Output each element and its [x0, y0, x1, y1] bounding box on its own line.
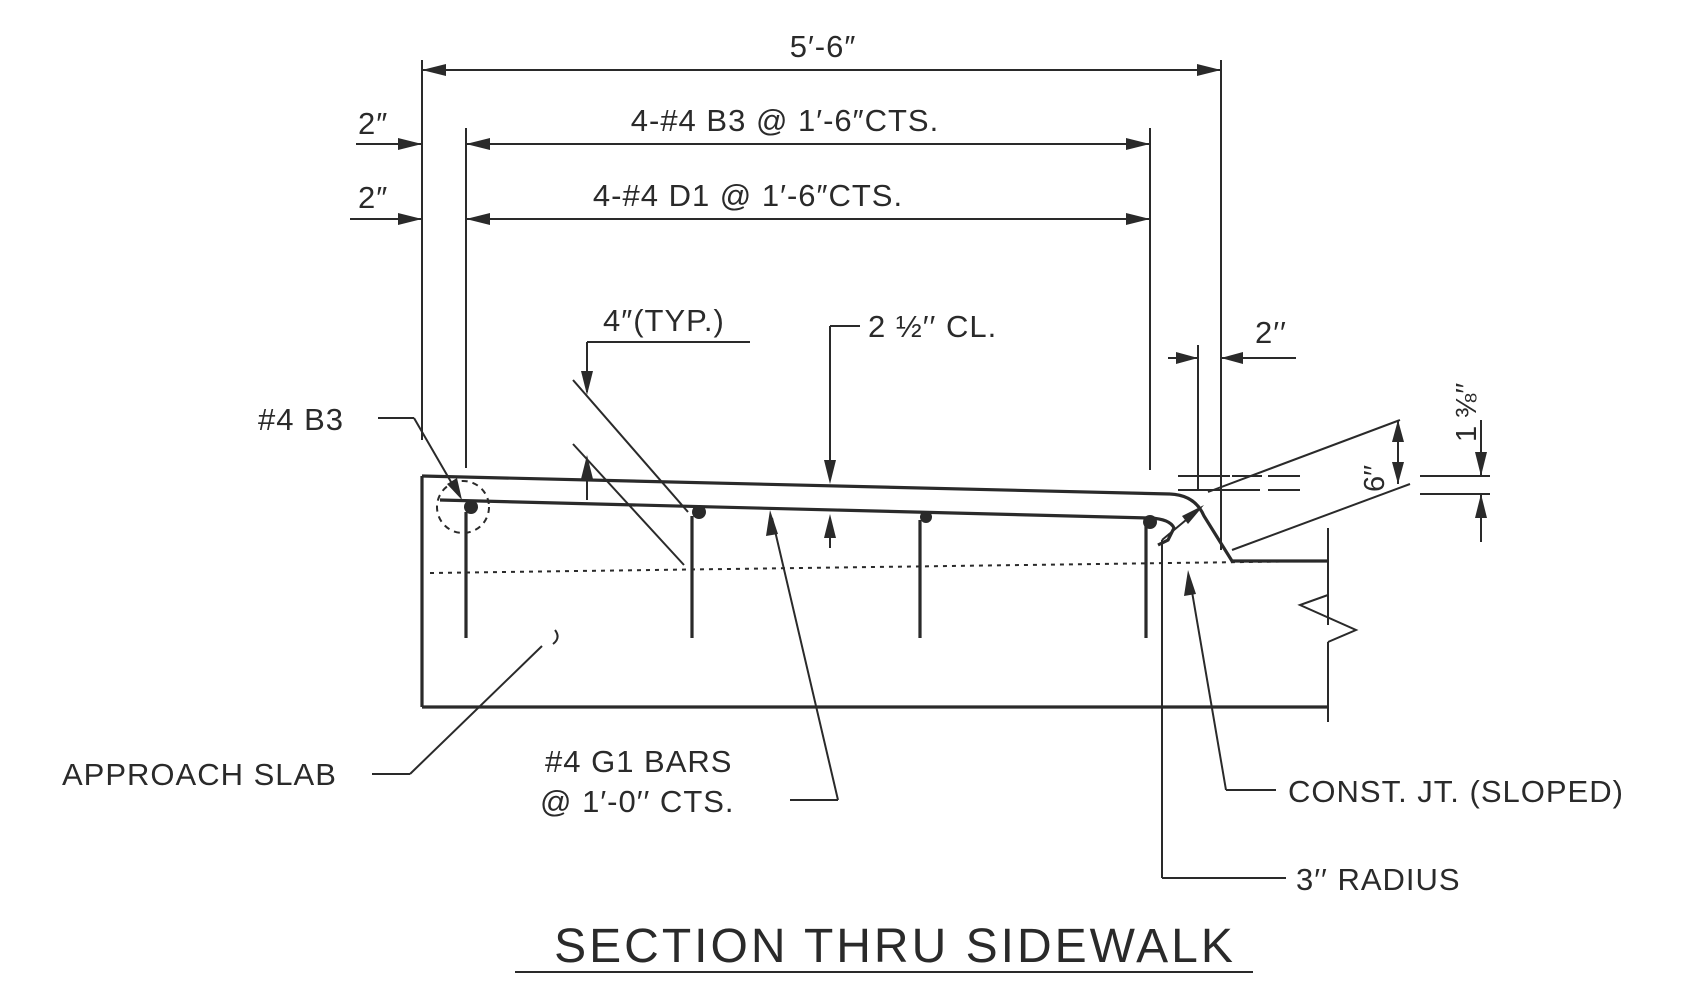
- typical-4in-callout: 4″(TYP.): [572, 303, 750, 566]
- overall-dimension: 5′-6″: [421, 29, 1222, 550]
- slab-outline: [420, 474, 1359, 722]
- const-joint-label: CONST. JT. (SLOPED): [1288, 774, 1624, 809]
- construction-joint-callout: CONST. JT. (SLOPED): [1184, 570, 1624, 809]
- g1-bars-label-line1: #4 G1 BARS: [545, 744, 732, 779]
- slope-drop-label: 1 ⅜′′: [1451, 383, 1483, 442]
- title-text: SECTION THRU SIDEWALK: [554, 920, 1236, 973]
- drawing-title: SECTION THRU SIDEWALK: [515, 920, 1253, 973]
- construction-joint-line: [429, 560, 1321, 574]
- d1-spacing-label: 4-#4 D1 @ 1′-6″CTS.: [593, 178, 903, 213]
- left-offset-dimensions: 2″ 2″: [350, 106, 422, 225]
- overall-width-label: 5′-6″: [790, 29, 857, 64]
- approach-slab-label: APPROACH SLAB: [62, 757, 337, 792]
- typical-label: 4″(TYP.): [603, 303, 725, 338]
- height-6in-dimension: 6′′: [1207, 419, 1411, 551]
- height-6-label: 6′′: [1359, 465, 1391, 492]
- left-offset-top-label: 2″: [358, 106, 388, 141]
- clear-cover-callout: 2 ½′′ CL.: [824, 309, 997, 548]
- top-rebar: [436, 480, 1176, 547]
- radius-label: 3′′ RADIUS: [1296, 862, 1461, 897]
- right-offset-label: 2′′: [1255, 315, 1287, 350]
- g1-bars-callout: #4 G1 BARS @ 1′-0′′ CTS.: [540, 510, 839, 819]
- vertical-bars: [464, 512, 1148, 638]
- radius-callout: 3′′ RADIUS: [1161, 505, 1461, 897]
- approach-slab-callout: APPROACH SLAB: [62, 629, 559, 792]
- left-offset-bottom-label: 2″: [358, 180, 388, 215]
- clear-cover-label: 2 ½′′ CL.: [868, 309, 997, 344]
- b3-bar-label: #4 B3: [258, 402, 344, 437]
- top-surface-dashes: [1178, 475, 1300, 491]
- b3-spacing-label: 4-#4 B3 @ 1′-6″CTS.: [631, 103, 939, 138]
- b3-callout: #4 B3: [258, 402, 462, 500]
- b3-spacing-dimension: 4-#4 B3 @ 1′-6″CTS.: [465, 103, 1151, 470]
- right-offset-dimension: 2′′: [1168, 315, 1296, 490]
- d1-spacing-dimension: 4-#4 D1 @ 1′-6″CTS.: [466, 178, 1150, 225]
- g1-bars-label-line2: @ 1′-0′′ CTS.: [540, 784, 735, 819]
- slope-drop-dimension: 1 ⅜′′: [1420, 383, 1490, 542]
